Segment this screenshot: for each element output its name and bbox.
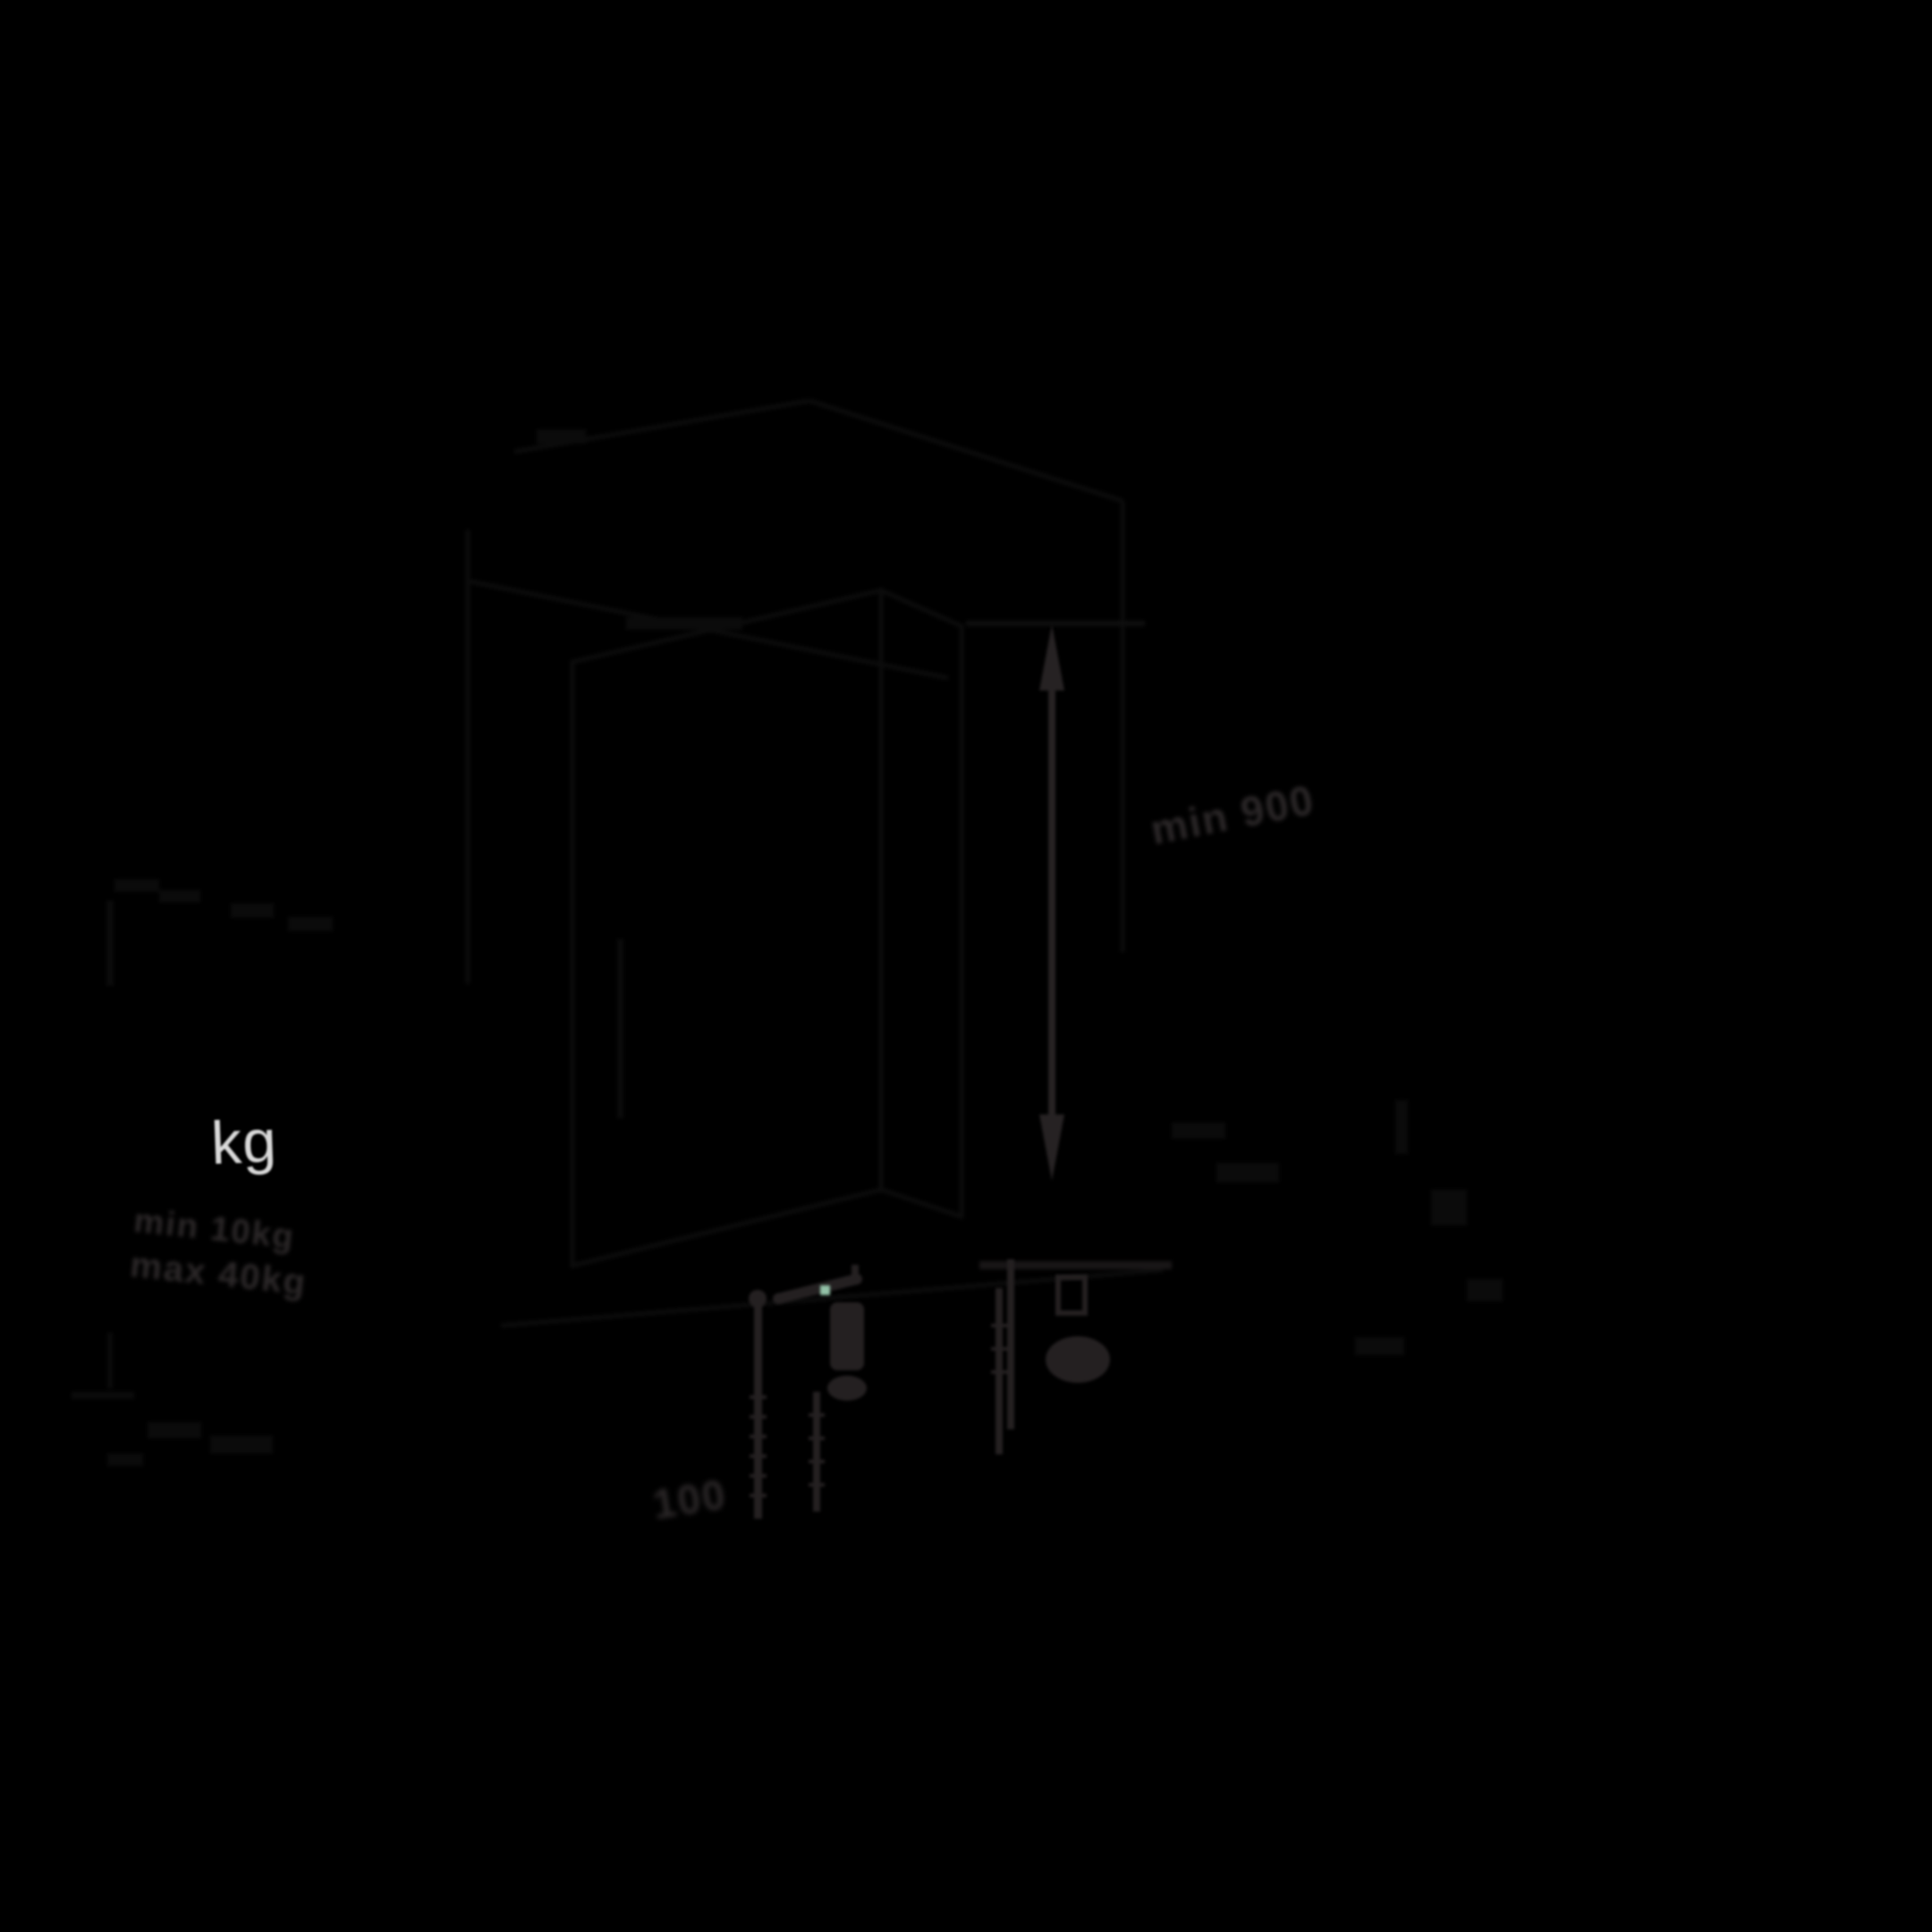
faint-structure-blobs [72,429,1503,1466]
shelf-edge-line [979,1261,1172,1269]
screw-icon [991,1288,1007,1454]
spirit-level-icon [773,1265,862,1304]
screw-icon [809,1392,825,1512]
mounting-bracket-icon [1007,1259,1110,1429]
arrowhead-down-icon [1039,1114,1064,1181]
hardware-shapes [749,1259,1110,1519]
weight-unit-label: kg [209,1106,279,1178]
arrowhead-up-icon [1039,624,1064,691]
arrow-line [1048,689,1055,1116]
wall-anchor-icon [827,1302,867,1401]
screw-icon [749,1290,767,1519]
dimension-extension-line [966,621,1145,626]
arrow-shapes [1039,624,1064,1181]
highlight-marker [820,1285,830,1295]
